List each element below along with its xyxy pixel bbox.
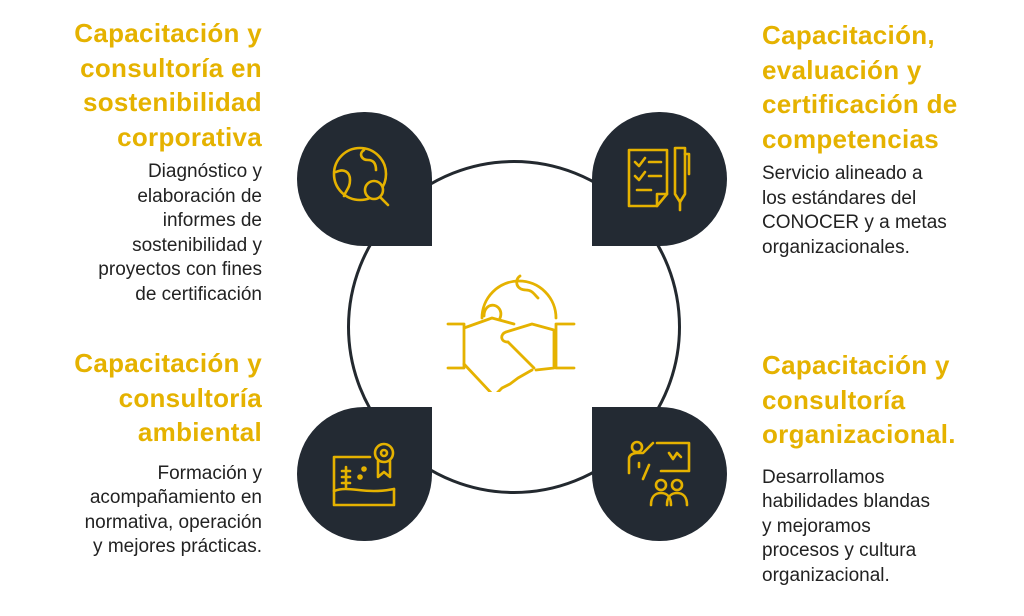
body-line: Formación y	[157, 462, 262, 484]
service-1-text: Capacitación y consultoría en sostenibil…	[22, 16, 262, 307]
body-line: los estándares del	[762, 187, 917, 209]
service-2-title: Capacitación, evaluación y certificación…	[762, 18, 1002, 156]
body-line: sostenibilidad y	[132, 234, 262, 256]
title-line: organizacional.	[762, 419, 956, 449]
service-4-title: Capacitación y consultoría organizaciona…	[762, 348, 1002, 452]
service-2-description: Servicio alineado a los estándares del C…	[762, 162, 1002, 260]
title-line: certificación de	[762, 89, 958, 119]
body-line: y mejores prácticas.	[93, 536, 262, 557]
service-4-text: Capacitación y consultoría organizaciona…	[762, 348, 1002, 588]
service-2-text: Capacitación, evaluación y certificación…	[762, 18, 1002, 260]
title-line: competencias	[762, 123, 940, 154]
title-line: sostenibilidad	[82, 87, 262, 117]
body-line: de certificación	[135, 283, 262, 305]
service-3-text: Capacitación y consultoría ambiental For…	[22, 346, 262, 560]
title-line: consultoría en	[80, 52, 262, 83]
service-2-badge	[592, 112, 727, 246]
body-line: Diagnóstico y	[147, 161, 262, 182]
body-line: normativa, operación	[84, 511, 262, 533]
title-line: consultoría	[762, 384, 906, 415]
service-3-title: Capacitación y consultoría ambiental	[22, 346, 262, 450]
body-line: Servicio alineado a	[762, 163, 923, 184]
handshake-globe-icon	[446, 262, 576, 392]
body-line: elaboración de	[137, 185, 262, 207]
body-line: Desarrollamos	[762, 466, 885, 488]
presentation-team-icon	[627, 440, 690, 507]
body-line: habilidades blandas	[762, 491, 930, 512]
body-line: organizacional.	[762, 564, 890, 586]
body-line: procesos y cultura	[762, 540, 917, 561]
service-4-badge	[592, 407, 727, 541]
service-3-description: Formación y acompañamiento en normativa,…	[22, 462, 262, 560]
service-1-badge	[297, 112, 432, 246]
body-line: proyectos con fines	[98, 259, 262, 280]
title-line: Capacitación y	[74, 18, 262, 48]
title-line: ambiental	[137, 417, 262, 447]
service-4-description: Desarrollamos habilidades blandas y mejo…	[762, 466, 1002, 589]
title-line: Capacitación y	[762, 350, 950, 380]
connecting-ring	[347, 160, 681, 494]
service-1-title: Capacitación y consultoría en sostenibil…	[22, 16, 262, 154]
service-1-description: Diagnóstico y elaboración de informes de…	[22, 160, 262, 307]
title-line: consultoría	[118, 382, 262, 413]
body-line: y mejoramos	[762, 515, 871, 537]
title-line: corporativa	[117, 121, 262, 152]
body-line: acompañamiento en	[89, 487, 262, 508]
body-line: organizacionales.	[762, 236, 910, 258]
landscape-certificate-icon	[332, 442, 395, 507]
title-line: Capacitación y	[74, 348, 262, 378]
body-line: informes de	[162, 210, 262, 231]
body-line: CONOCER y a metas	[762, 212, 947, 233]
title-line: Capacitación,	[762, 20, 935, 50]
globe-search-icon	[332, 146, 389, 207]
checklist-pen-icon	[627, 146, 690, 212]
title-line: evaluación y	[762, 54, 922, 85]
service-3-badge	[297, 407, 432, 541]
